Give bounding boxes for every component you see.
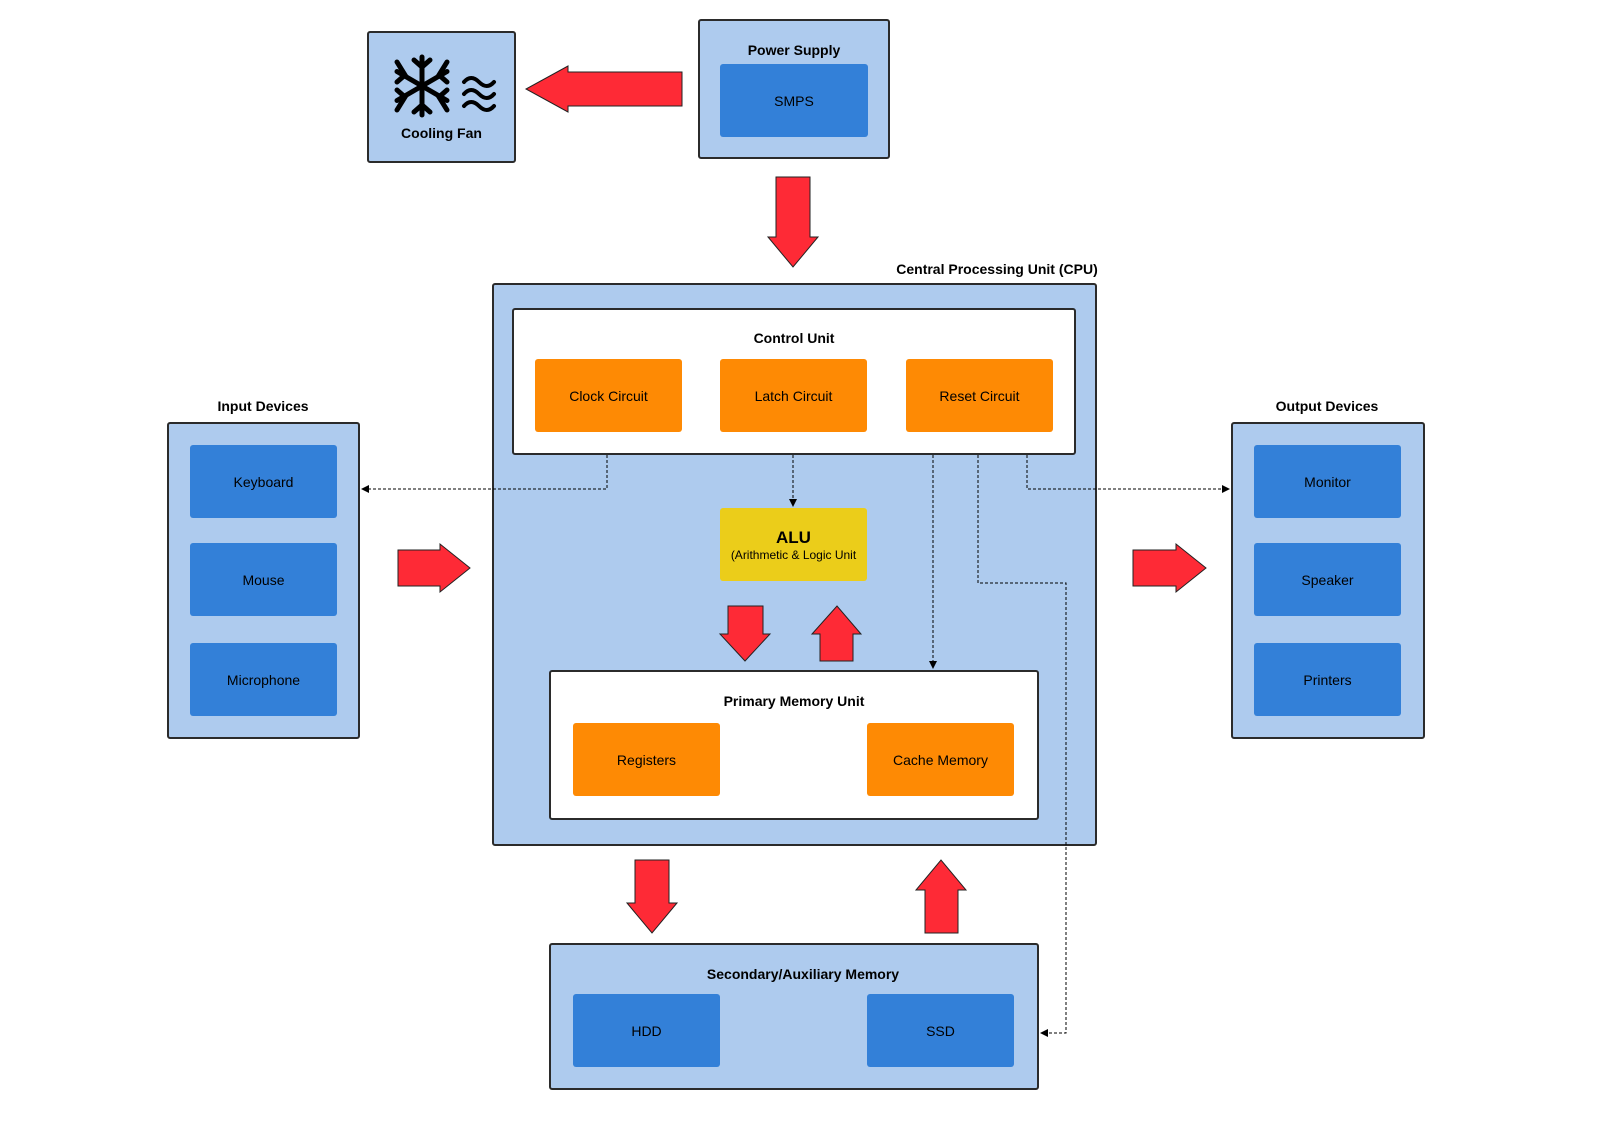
airflow-waves-icon [462, 76, 496, 112]
cpu-to-output-arrow [1132, 542, 1207, 594]
registers-block: Registers [573, 723, 720, 796]
cooling-fan-box: Cooling Fan [367, 31, 516, 163]
cache-memory-block: Cache Memory [867, 723, 1014, 796]
latch-circuit-block: Latch Circuit [720, 359, 867, 432]
primary-memory-title: Primary Memory Unit [723, 693, 865, 709]
printers-block: Printers [1254, 643, 1401, 716]
input-devices-title: Input Devices [217, 398, 309, 414]
secondary-memory-title: Secondary/Auxiliary Memory [706, 966, 900, 982]
input-to-cpu-arrow [397, 542, 471, 594]
power-to-fan-arrow [524, 65, 683, 113]
ssd-block: SSD [867, 994, 1014, 1067]
secondary-to-cpu-arrow [914, 859, 968, 934]
reset-circuit-block: Reset Circuit [906, 359, 1053, 432]
cpu-title: Central Processing Unit (CPU) [896, 261, 1098, 277]
cooling-fan-label: Cooling Fan [401, 125, 482, 141]
keyboard-block: Keyboard [190, 445, 337, 518]
clock-circuit-block: Clock Circuit [535, 359, 682, 432]
power-to-cpu-arrow [766, 176, 820, 268]
alu-full-name: (Arithmetic & Logic Unit [730, 547, 857, 562]
mouse-block: Mouse [190, 543, 337, 616]
alu-block: ALU (Arithmetic & Logic Unit [720, 508, 867, 581]
control-unit-title: Control Unit [753, 330, 835, 346]
power-supply-box: Power Supply SMPS [698, 19, 890, 159]
microphone-block: Microphone [190, 643, 337, 716]
monitor-block: Monitor [1254, 445, 1401, 518]
smps-block: SMPS [720, 64, 868, 137]
power-supply-title: Power Supply [747, 42, 841, 58]
alu-name: ALU [776, 527, 811, 547]
snowflake-icon [394, 54, 450, 118]
hdd-block: HDD [573, 994, 720, 1067]
output-devices-title: Output Devices [1275, 398, 1379, 414]
speaker-block: Speaker [1254, 543, 1401, 616]
cpu-to-secondary-memory-arrow [625, 859, 679, 934]
